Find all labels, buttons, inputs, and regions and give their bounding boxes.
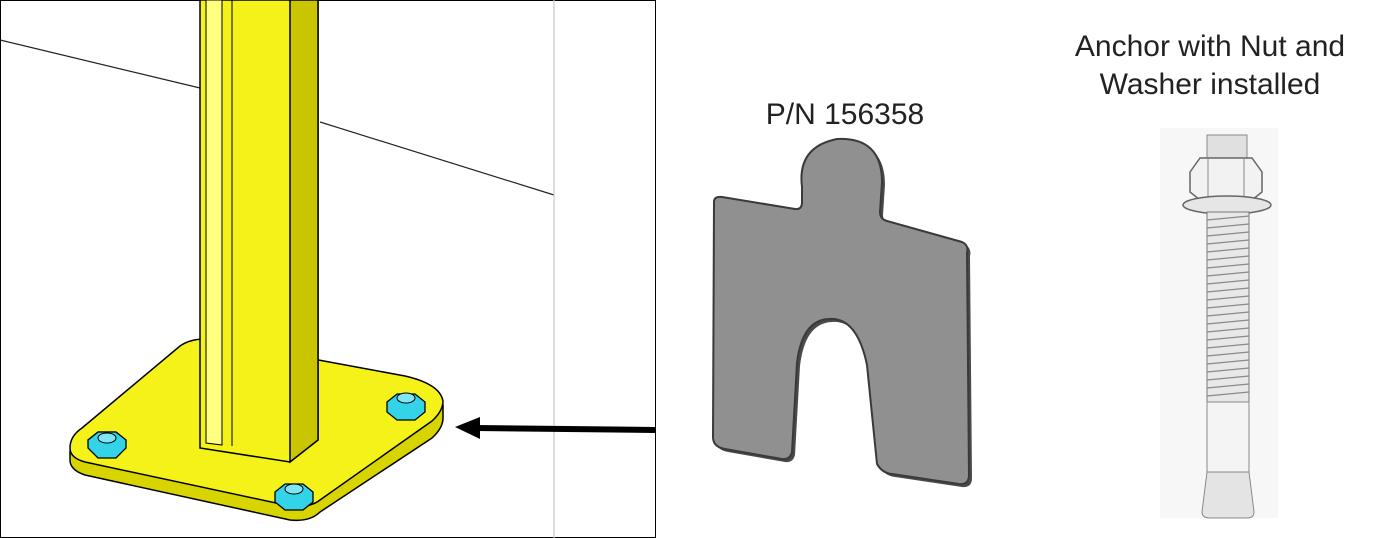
anchor-caption-line-1: Anchor with Nut and xyxy=(1074,30,1346,63)
anchor-caption-line-2: Washer installed xyxy=(1099,68,1321,101)
square-post xyxy=(199,0,319,464)
anchor-bolt-illustration xyxy=(1160,128,1278,519)
shim-illustration xyxy=(711,137,972,488)
anchor-caption: Anchor with Nut and Washer installed xyxy=(1060,28,1360,104)
anchor-nut xyxy=(274,483,314,511)
wall-edge-line-right xyxy=(319,121,555,196)
anchor-nut xyxy=(386,392,426,421)
anchor-nut xyxy=(87,431,127,459)
pointer-arrow xyxy=(455,417,656,439)
shim-part-number-label: P/N 156358 xyxy=(765,98,925,131)
wall-edge-line xyxy=(0,39,201,89)
post-base-view xyxy=(0,0,656,538)
